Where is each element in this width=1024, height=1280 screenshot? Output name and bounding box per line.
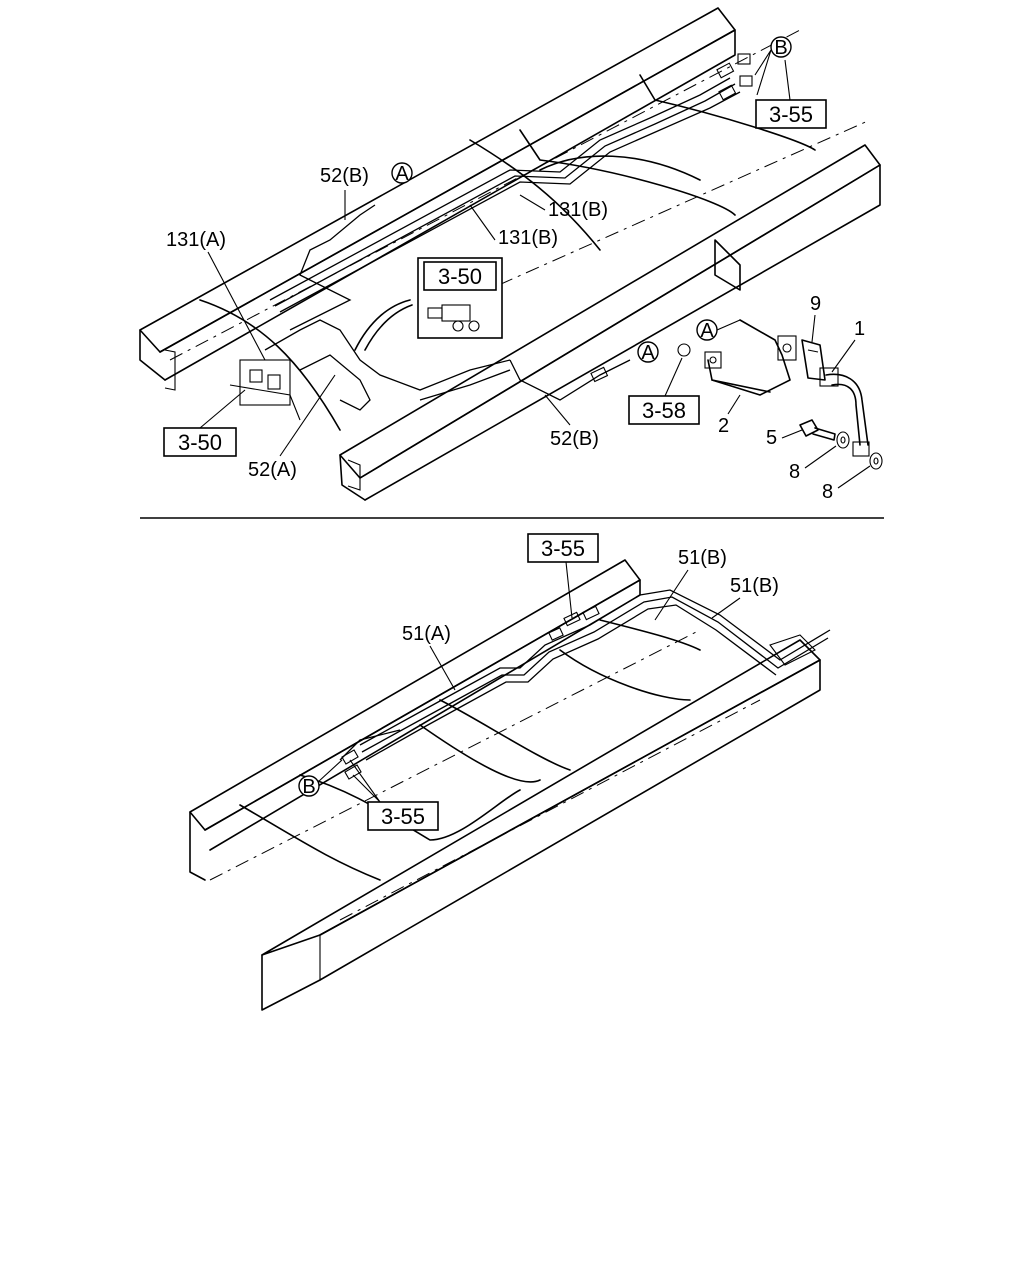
marker-b-top — [770, 36, 792, 58]
label-131b-1: 131(B) — [548, 199, 608, 221]
label-8-b: 8 — [822, 481, 833, 503]
ref-3-55-top: 3-55 — [769, 102, 813, 127]
label-131b-2: 131(B) — [498, 227, 558, 249]
label-8-a: 8 — [789, 461, 800, 483]
marker-a-bracket-text: A — [700, 320, 714, 342]
label-1: 1 — [854, 318, 865, 340]
marker-a-top-text: A — [395, 163, 409, 185]
ref-3-50-inset: 3-50 — [438, 264, 482, 289]
lower-brake-pipes — [339, 589, 831, 780]
label-131a: 131(A) — [166, 229, 226, 251]
label-52b-top: 52(B) — [320, 165, 369, 187]
ref-3-55-lower-top: 3-55 — [541, 536, 585, 561]
label-51a: 51(A) — [402, 623, 451, 645]
marker-b-top-text: B — [774, 37, 787, 59]
label-5: 5 — [766, 427, 777, 449]
hose-and-bracket-parts — [677, 319, 883, 470]
label-2: 2 — [718, 415, 729, 437]
marker-a-mid — [637, 341, 659, 363]
marker-b-lower — [298, 775, 320, 797]
ref-3-55-lower-bottom: 3-55 — [381, 804, 425, 829]
label-52b-bottom: 52(B) — [550, 428, 599, 450]
label-51b-1: 51(B) — [678, 547, 727, 569]
marker-a-top — [391, 162, 413, 184]
lower-labels: 3-55 51(B) 51(B) 51(A) B 3-55 — [298, 533, 779, 831]
label-52a: 52(A) — [248, 459, 297, 481]
marker-a-mid-text: A — [641, 342, 655, 364]
inset-3-50: 3-50 — [417, 257, 503, 339]
ref-3-58: 3-58 — [642, 398, 686, 423]
lower-frame — [189, 559, 821, 1011]
ref-3-50-left: 3-50 — [178, 430, 222, 455]
upper-labels: B 3-55 52(B) A 131(B) 131(B) 131(A) A A … — [163, 36, 871, 503]
label-51b-2: 51(B) — [730, 575, 779, 597]
label-9: 9 — [810, 293, 821, 315]
marker-b-lower-text: B — [302, 776, 315, 798]
upper-frame — [139, 7, 881, 501]
upper-brake-pipes — [229, 53, 753, 421]
